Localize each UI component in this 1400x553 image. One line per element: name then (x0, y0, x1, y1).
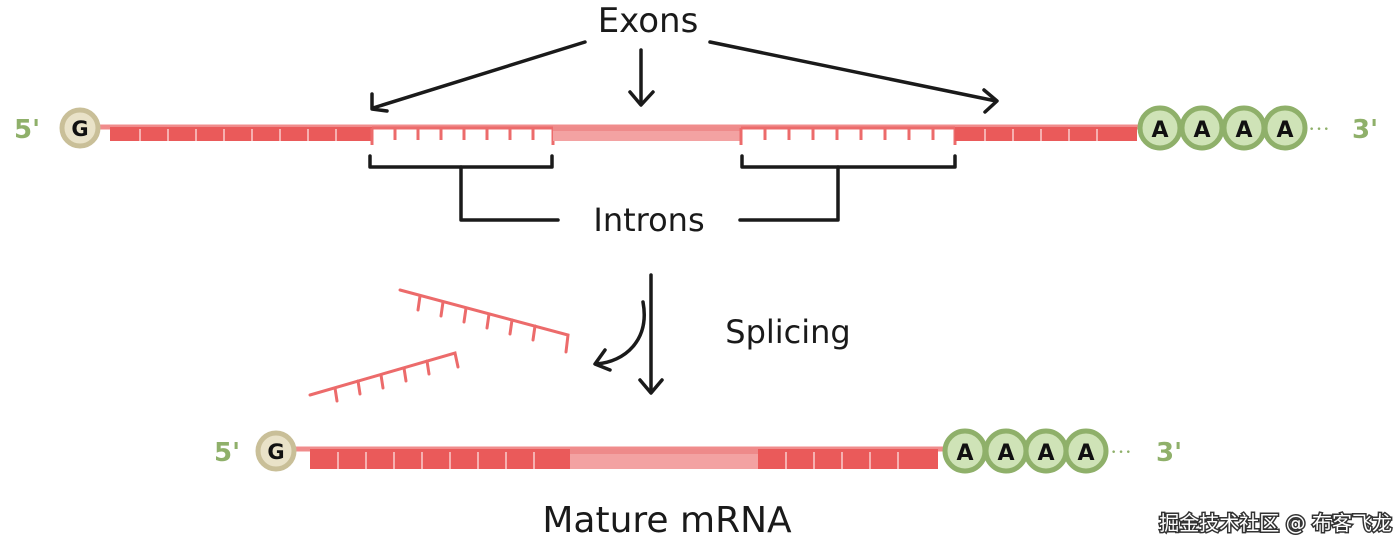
pre-mrna-strand: 5' G A A A A ··· 3' (14, 105, 1378, 151)
exon-arrow-left (371, 40, 587, 110)
excised-intron-2 (308, 351, 460, 403)
exon-arrow-right (708, 40, 998, 103)
splicing-curved-arrow (594, 300, 646, 366)
mature-exon-1 (310, 449, 570, 469)
pre-poly-a-tail: A A A A (1137, 105, 1308, 151)
mature-tail-ellipsis: ··· (1110, 439, 1132, 464)
pre-five-prime-cap: G (59, 107, 101, 149)
intron-2 (739, 126, 957, 145)
pre-five-prime-label: 5' (14, 115, 40, 145)
intron-bracket-2 (740, 154, 957, 169)
splicing-label: Splicing (725, 313, 850, 351)
exon-arrows (370, 40, 999, 114)
pre-tail-ellipsis: ··· (1308, 116, 1330, 141)
pre-tail-a-3: A (1235, 118, 1252, 143)
watermark-text: 掘金技术社区 @ 布客飞龙 (1159, 511, 1392, 535)
mature-cap-letter: G (267, 440, 284, 464)
exons-label: Exons (598, 1, 699, 41)
exon-2 (553, 127, 741, 141)
exon-1 (110, 127, 372, 141)
intron-brackets (368, 154, 957, 222)
mature-tail-a-4: A (1077, 441, 1094, 466)
exon-3 (955, 127, 1137, 141)
mature-exon-3 (758, 449, 938, 469)
pre-tail-a-4: A (1276, 118, 1293, 143)
pre-tail-a-1: A (1151, 118, 1168, 143)
mature-five-prime-label: 5' (214, 438, 240, 468)
mature-mrna-strand: 5' G A A A A ··· 3' (214, 428, 1182, 474)
pre-three-prime-label: 3' (1352, 115, 1378, 145)
mature-five-prime-cap: G (255, 430, 297, 472)
introns-label: Introns (593, 201, 704, 239)
mature-mrna-label: Mature mRNA (542, 500, 792, 541)
intron-1 (370, 126, 555, 145)
mature-tail-a-1: A (956, 441, 973, 466)
mature-three-prime-label: 3' (1156, 438, 1182, 468)
mature-tail-a-2: A (997, 441, 1014, 466)
pre-tail-a-2: A (1193, 118, 1210, 143)
mature-poly-a-tail: A A A A (942, 428, 1109, 474)
pre-cap-letter: G (71, 117, 88, 141)
excised-intron-1 (398, 288, 570, 354)
mature-tail-a-3: A (1037, 441, 1054, 466)
splicing-arrows (593, 273, 664, 395)
